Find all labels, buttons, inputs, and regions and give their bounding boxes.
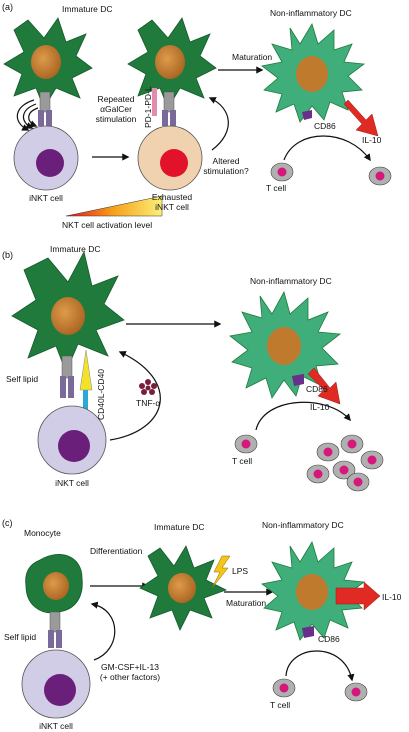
il10-label: IL-10 [382,592,402,602]
il10-label: IL-10 [310,402,330,412]
immature-dc-label: Immature DC [154,522,205,532]
tcr-receptor [60,376,66,398]
monocyte-label: Monocyte [24,528,61,538]
maturation-label: Maturation [226,598,267,608]
cd86-marker [302,626,314,638]
dc-nucleus [267,327,301,365]
tnf-label: TNF-α [136,398,161,408]
non-inflammatory-dc-label: Non-inflammatory DC [270,8,352,18]
pd1-label: PD-1-PD-L [143,86,153,128]
differentiation-label: Differentiation [90,546,143,556]
tcr-receptor [38,110,44,126]
stimulation-arrow [28,107,39,128]
stimulation-arrow [22,103,37,129]
inkt-nucleus [44,674,76,706]
t-cell-nucleus [279,683,289,693]
t-cell-nucleus [277,167,287,177]
proliferating-t-cells [306,434,384,492]
factor-feedback-arrow [90,601,116,661]
dc-nucleus [296,574,328,610]
lps-label: LPS [232,566,249,576]
exhausted-nucleus [160,149,188,177]
lps-lightning-icon [211,555,231,589]
inkt-cell-label: iNKT cell [29,193,63,203]
t-cell-nucleus [351,687,361,697]
repeated-stimulation-label: Repeated αGalCer stimulation [95,94,137,124]
tcr-receptor [68,376,74,398]
t-cell-nucleus [375,171,385,181]
tnf-feedback-arrow [109,351,161,441]
inkt-nucleus [58,430,90,462]
gm-csf-label: GM-CSF+IL-13 (+ other factors) [99,662,161,682]
non-inflammatory-dc-label: Non-inflammatory DC [262,520,344,530]
cd1d-receptor [49,611,61,633]
tcr-receptor [48,630,54,648]
il10-arrow [335,581,381,611]
cd1d-receptor [39,91,51,113]
cd40l-receptor [83,390,88,414]
stimulation-arrow [16,99,35,131]
self-lipid-label: Self lipid [4,632,37,642]
tcr-receptor [170,110,176,126]
inkt-cell-label: iNKT cell [39,721,73,731]
panel-c-label: (c) [2,518,13,528]
inkt-cell-label: iNKT cell [55,478,89,488]
t-cell-nucleus [241,439,251,449]
cd86-label: CD86 [318,634,340,644]
maturation-label: Maturation [232,52,273,62]
dc-nucleus [155,45,185,79]
tcr-receptor [46,110,52,126]
dc-nucleus [51,297,85,335]
altered-stimulation-arrow [208,97,229,151]
non-inflammatory-dc-label: Non-inflammatory DC [250,276,332,286]
dc-nucleus [31,45,61,79]
cd86-marker [302,110,312,120]
tnf-molecule [139,379,157,395]
t-cell-label: T cell [232,456,253,466]
pd1-receptor [152,88,157,116]
activation-gradient [65,195,163,217]
cd40-receptor [79,349,93,391]
tcell-arrow [285,650,355,682]
dc-nucleus [168,573,196,603]
il10-label: IL-10 [362,135,382,145]
cd1d-receptor [61,355,73,379]
t-cell-label: T cell [270,700,291,710]
t-cell-label: T cell [266,183,287,193]
exhausted-label: Exhausted iNKT cell [151,192,193,212]
dc-nucleus [296,56,328,92]
cd86-marker [292,374,304,386]
panel-b-label: (b) [2,250,13,260]
il10-arrow [343,99,379,137]
altered-stimulation-label: Altered stimulation? [203,156,249,176]
cd86-label: CD86 [314,121,336,131]
activation-gradient-label: NKT cell activation level [62,220,153,230]
monocyte-nucleus [43,572,69,600]
il10-arrow [307,367,341,405]
tcell-arrow [283,135,371,162]
tcr-receptor [56,630,62,648]
immature-dc-label: Immature DC [50,244,101,254]
cd40-label: CD40L-CD40 [96,368,106,420]
cd1d-receptor [163,91,175,113]
cd86-label: CD86 [306,384,328,394]
self-lipid-label: Self lipid [6,374,39,384]
immature-dc-label: Immature DC [62,4,113,14]
panel-a-label: (a) [2,2,13,12]
tcell-arrow [255,401,351,431]
inkt-nucleus [36,149,64,177]
tcr-receptor [162,110,168,126]
